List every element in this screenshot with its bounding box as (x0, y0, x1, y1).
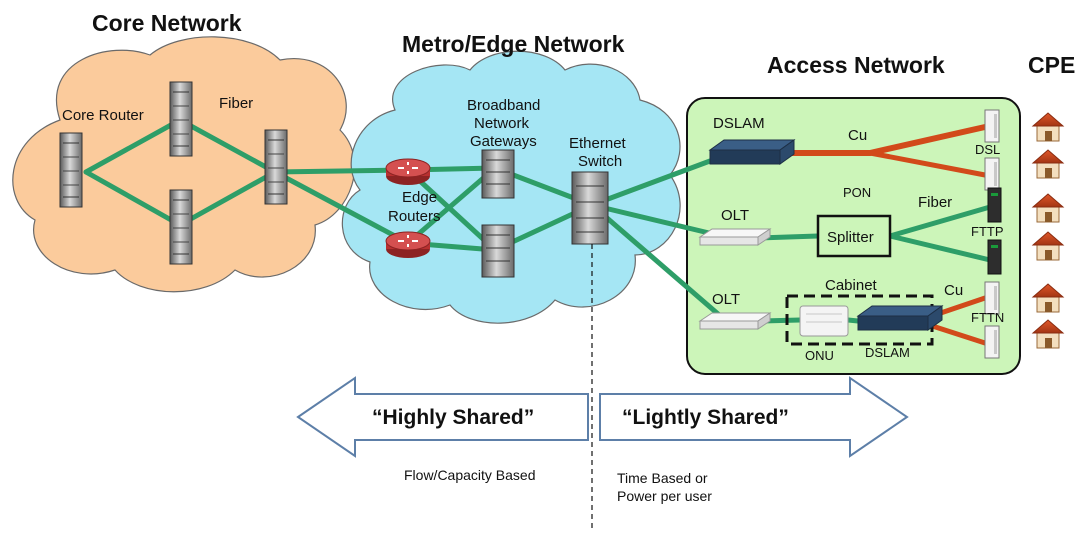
cabinet-label: Cabinet (825, 277, 878, 294)
house-icon-4 (1032, 231, 1064, 261)
fttn-label: FTTN (971, 310, 1004, 325)
metro-edge-network-title: Metro/Edge Network (402, 31, 625, 57)
fttn-modem-bottom-icon (984, 325, 1000, 359)
dslam-bottom-label: DSLAM (865, 345, 910, 360)
pon-label: PON (843, 185, 871, 200)
house-icon-5 (1032, 283, 1064, 313)
core-fiber-label: Fiber (219, 95, 253, 112)
highly-shared-label: “Highly Shared” (372, 406, 534, 429)
fttp-ont-top-icon (987, 187, 1002, 223)
ethernet-switch-label-line2: Switch (578, 153, 622, 170)
core-router-top-icon (169, 81, 193, 157)
lightly-shared-arrow (599, 376, 909, 458)
cu-top-label: Cu (848, 127, 867, 144)
lightly-shared-label: “Lightly Shared” (622, 406, 789, 429)
core-router-label: Core Router (62, 107, 144, 124)
fttp-ont-bottom-icon (987, 239, 1002, 275)
access-fiber-label: Fiber (918, 194, 952, 211)
splitter-label: Splitter (827, 229, 874, 246)
onu-label: ONU (805, 348, 834, 363)
house-icon-2 (1032, 149, 1064, 179)
edge-router-bottom-icon (385, 231, 431, 259)
edge-router-top-icon (385, 158, 431, 186)
house-icon-6 (1032, 319, 1064, 349)
house-icon-3 (1032, 193, 1064, 223)
core-network-title: Core Network (92, 10, 242, 36)
olt-middle-label: OLT (721, 207, 749, 224)
cabinet-box (785, 294, 934, 346)
olt-bottom-icon (699, 312, 771, 330)
ethernet-switch-label-line1: Ethernet (569, 135, 627, 152)
olt-bottom-label: OLT (712, 291, 740, 308)
dslam-top-label: DSLAM (713, 115, 765, 132)
onu-icon (799, 305, 849, 337)
core-router-right-icon (264, 129, 288, 205)
bng-label-line3: Gateways (470, 133, 537, 150)
flow-capacity-note: Flow/Capacity Based (404, 467, 536, 483)
dslam-bottom-icon (857, 305, 943, 331)
ethernet-switch-icon (571, 171, 609, 245)
edge-routers-label-line2: Routers (388, 208, 441, 225)
time-based-note-line1: Time Based or (617, 470, 708, 486)
bng-bottom-icon (481, 224, 515, 278)
core-router-left-icon (59, 132, 83, 208)
highly-shared-arrow (296, 376, 589, 458)
house-icon-1 (1032, 112, 1064, 142)
splitter-box (816, 214, 892, 258)
dslam-top-icon (709, 139, 795, 165)
core-network-cloud (12, 36, 356, 293)
dsl-label: DSL (975, 142, 1000, 157)
dsl-modem-top-icon (984, 109, 1000, 143)
bng-label-line1: Broadband (467, 97, 540, 114)
bng-label-line2: Network (474, 115, 530, 132)
olt-middle-icon (699, 228, 771, 246)
fttp-label: FTTP (971, 224, 1004, 239)
time-based-note-line2: Power per user (617, 488, 712, 504)
access-network-title: Access Network (767, 52, 945, 78)
dsl-modem-bottom-icon (984, 157, 1000, 191)
edge-routers-label-line1: Edge (402, 189, 437, 206)
core-router-bottom-icon (169, 189, 193, 265)
cpe-title: CPE (1028, 52, 1075, 78)
bng-top-icon (481, 149, 515, 199)
cu-bottom-label: Cu (944, 282, 963, 299)
